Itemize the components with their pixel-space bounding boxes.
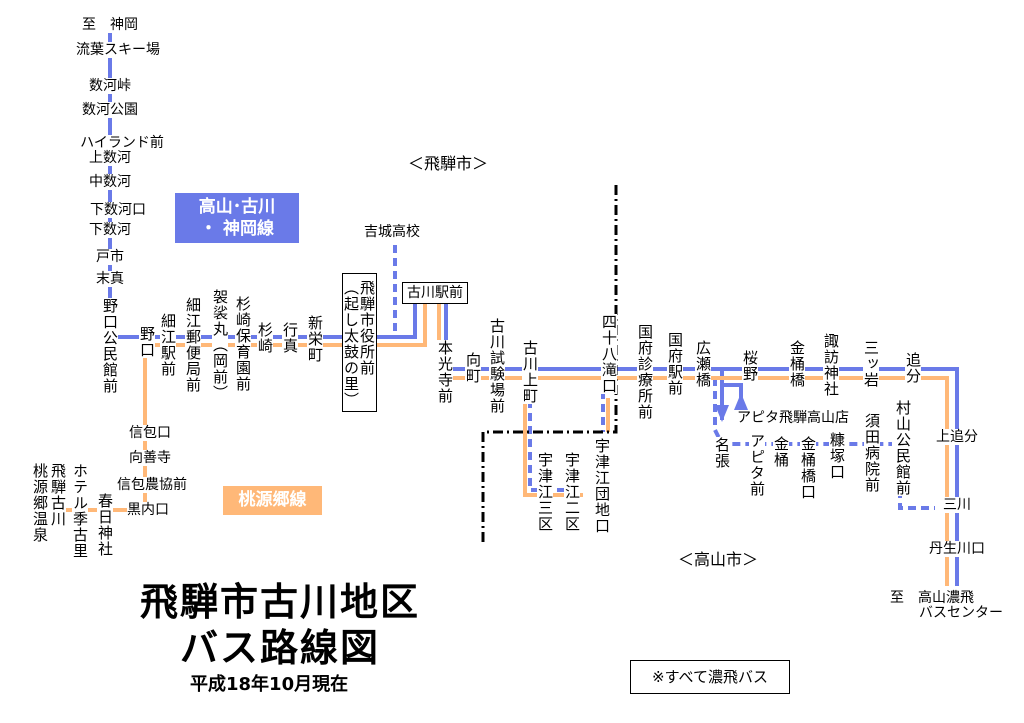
- station: 本光寺前: [436, 340, 454, 404]
- station: 須田病院前: [863, 413, 881, 493]
- station: 金桶: [772, 436, 790, 468]
- station: 行真: [281, 322, 299, 354]
- station: 上数河: [89, 150, 131, 166]
- station: アピタ飛騨高山店: [737, 410, 849, 426]
- station: 細江駅前: [159, 313, 177, 377]
- station: 村山公民館前: [894, 400, 912, 496]
- station: 宇津江二区: [563, 452, 581, 532]
- station: 野口公民館前: [101, 298, 119, 394]
- station: 杉崎保育園前: [234, 296, 252, 392]
- route-label-togenkyo: 桃源郷線: [223, 486, 322, 515]
- station: 飛騨市役所前: [358, 280, 376, 376]
- city-boundary: [481, 185, 618, 545]
- station: 丹生川口: [929, 541, 985, 557]
- station: 末真: [96, 271, 124, 287]
- map-title-line2: バス路線図: [180, 626, 381, 670]
- station: 向町: [464, 352, 482, 384]
- region-label-hida: ＜飛騨市＞: [408, 154, 489, 173]
- arrow-down-icon: [715, 405, 729, 422]
- station: 中数河: [89, 174, 131, 190]
- station: 桜野: [741, 350, 759, 382]
- terminus-label-line2: バスセンター: [919, 605, 1003, 621]
- station: 宇津江三区: [536, 452, 554, 532]
- region-label-takayama: ＜高山市＞: [678, 550, 759, 569]
- station-box-furukawa-station: 古川駅前: [402, 282, 468, 304]
- station: 広瀬橋: [694, 340, 712, 388]
- station: 戸市: [96, 249, 124, 265]
- station: 黒内口: [127, 502, 169, 518]
- route-label-kamioka-line2: ・ 神岡線: [200, 219, 274, 239]
- station: 下数河: [89, 222, 131, 238]
- operator-note: ※すべて濃飛バス: [630, 660, 790, 694]
- station: 古川試験場前: [488, 318, 506, 414]
- station: ハイランド前: [80, 135, 164, 151]
- station: 三ッ岩: [862, 340, 880, 388]
- station: 袈裟丸（岡前）: [211, 289, 229, 401]
- route-label-kamioka-line1: 高山･古川: [198, 197, 276, 217]
- station: 新栄町: [306, 315, 324, 363]
- station: 宇津江団地口: [593, 438, 611, 534]
- station: ホテル季古里: [71, 463, 89, 559]
- station: 杉崎: [256, 322, 274, 354]
- station: 金桶橋口: [799, 436, 817, 500]
- station: 信包農協前: [117, 477, 187, 493]
- station: 野口: [138, 326, 156, 358]
- station: 三川: [943, 497, 971, 513]
- station: 数河公園: [82, 102, 138, 118]
- station: 至 神岡: [82, 17, 138, 33]
- route-label-kamioka: 高山･古川 ・ 神岡線: [175, 193, 299, 243]
- station-subtitle: （起し太鼓の里）: [342, 280, 360, 408]
- station-box-city-hall: 飛騨市役所前 （起し太鼓の里）: [342, 273, 377, 412]
- station: 吉城高校: [364, 224, 420, 240]
- station: 名張: [713, 437, 731, 469]
- station: 信包口: [129, 425, 171, 441]
- station: 糠塚口: [828, 432, 846, 480]
- station: 国府駅前: [666, 332, 684, 396]
- station: 飛騨古川: [49, 463, 67, 527]
- station: 数河峠: [89, 78, 131, 94]
- station: 上追分: [936, 429, 978, 445]
- station: 流葉スキー場: [76, 42, 160, 58]
- station: 下数河口: [90, 202, 146, 218]
- station: 春日神社: [96, 493, 114, 557]
- station: 金桶橋: [788, 340, 806, 388]
- station: アピタ前: [748, 433, 766, 497]
- arrow-up-icon: [734, 393, 748, 410]
- terminus-label: 至 高山濃飛: [890, 590, 974, 606]
- station: 細江郵便局前: [184, 297, 202, 393]
- station: 古川上町: [521, 340, 539, 404]
- station: 追分: [904, 352, 922, 384]
- station: 諏訪神社: [822, 333, 840, 397]
- station: 国府診療所前: [636, 324, 654, 420]
- map-date: 平成18年10月現在: [190, 674, 349, 696]
- map-title-line1: 飛騨市古川地区: [140, 580, 421, 624]
- station: 四十八滝口: [600, 314, 618, 394]
- station: 向善寺: [129, 450, 171, 466]
- station: 桃源郷温泉: [31, 463, 49, 543]
